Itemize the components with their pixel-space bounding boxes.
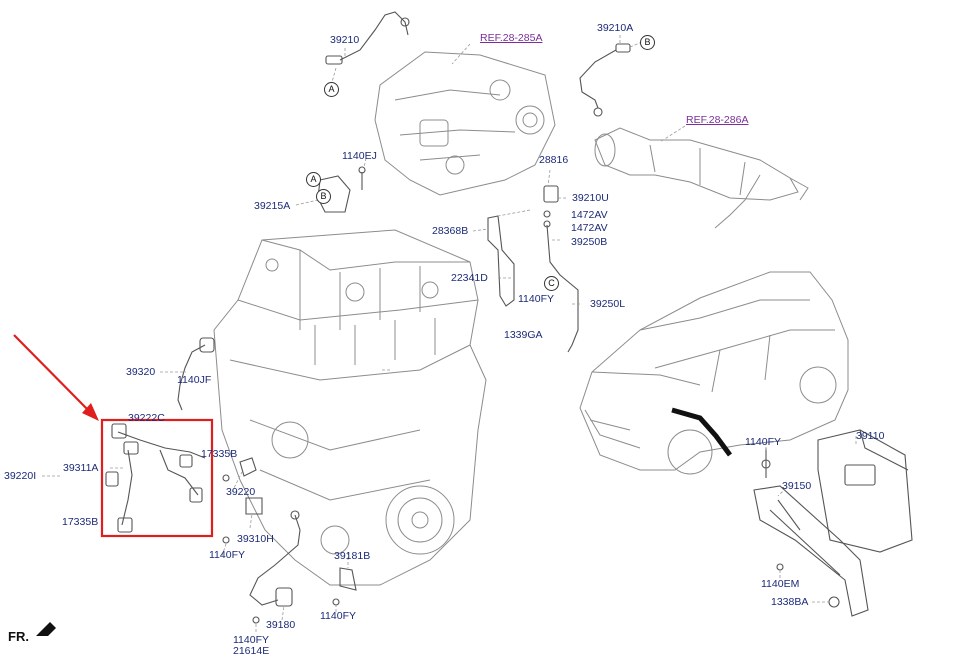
- sensor-wiring-drawing: [177, 337, 357, 624]
- part-label-28816[interactable]: 28816: [539, 154, 569, 166]
- part-label-1140fy-5[interactable]: 1140FY: [745, 436, 781, 448]
- part-label-17335b-1[interactable]: 17335B: [201, 448, 238, 460]
- ecu-bracket-drawing: [753, 429, 913, 617]
- part-label-39210[interactable]: 39210: [330, 34, 360, 46]
- marker-b-top: B: [640, 35, 655, 50]
- part-label-39110[interactable]: 39110: [856, 430, 885, 442]
- part-label-1140fy-1[interactable]: 1140FY: [518, 293, 554, 305]
- turbo-manifold-drawing: [374, 51, 556, 196]
- part-label-28368b[interactable]: 28368B: [432, 225, 469, 237]
- part-label-39311a[interactable]: 39311A: [63, 462, 99, 474]
- part-label-39310h[interactable]: 39310H: [237, 533, 274, 545]
- marker-a-sensor: A: [306, 172, 321, 187]
- part-label-17335b-2[interactable]: 17335B: [62, 516, 99, 528]
- part-label-22341d[interactable]: 22341D: [451, 272, 488, 284]
- marker-a-top: A: [324, 82, 339, 97]
- part-label-21614e[interactable]: 21614E: [233, 645, 270, 657]
- front-direction-arrow: [36, 622, 56, 636]
- part-label-39180[interactable]: 39180: [266, 619, 296, 631]
- ref-label-28-286a[interactable]: REF.28-286A: [686, 114, 749, 126]
- part-label-39250l[interactable]: 39250L: [590, 298, 626, 310]
- catalytic-converter-drawing: [594, 127, 809, 229]
- front-orientation-label: FR.: [8, 629, 29, 644]
- marker-c: C: [544, 276, 559, 291]
- part-label-39250b[interactable]: 39250B: [571, 236, 608, 248]
- part-label-39150[interactable]: 39150: [782, 480, 812, 492]
- part-label-1140ej[interactable]: 1140EJ: [342, 150, 377, 162]
- part-label-1140fy-4[interactable]: 1140FY: [233, 634, 269, 646]
- pressure-sensor-pipes-drawing: [317, 166, 579, 353]
- part-label-1140jf[interactable]: 1140JF: [177, 374, 212, 386]
- highlight-box: [100, 418, 214, 538]
- part-label-1339ga[interactable]: 1339GA: [504, 329, 543, 341]
- oxygen-sensors-drawing: [325, 11, 631, 117]
- wiring-harness-drawing: [105, 423, 206, 533]
- part-label-1140fy-3[interactable]: 1140FY: [320, 610, 356, 622]
- part-label-1472av-1[interactable]: 1472AV: [571, 209, 608, 221]
- marker-b-sensor: B: [316, 189, 331, 204]
- part-label-39220[interactable]: 39220: [226, 486, 256, 498]
- part-label-1140fy-2[interactable]: 1140FY: [209, 549, 245, 561]
- part-label-1472av-2[interactable]: 1472AV: [571, 222, 608, 234]
- highlight-arrow-head: [82, 403, 99, 421]
- part-label-39215a[interactable]: 39215A: [254, 200, 291, 212]
- part-label-39210u[interactable]: 39210U: [572, 192, 609, 204]
- part-label-39181b[interactable]: 39181B: [334, 550, 371, 562]
- vehicle-outline-drawing: [579, 271, 849, 475]
- part-label-1338ba[interactable]: 1338BA: [771, 596, 809, 608]
- part-label-1140em[interactable]: 1140EM: [761, 578, 800, 590]
- part-label-39220i[interactable]: 39220I: [4, 470, 37, 482]
- part-label-39320[interactable]: 39320: [126, 366, 156, 378]
- part-label-39210a[interactable]: 39210A: [597, 22, 634, 34]
- engine-block-drawing: [213, 229, 487, 586]
- ref-label-28-285a[interactable]: REF.28-285A: [480, 32, 543, 44]
- part-label-39222c[interactable]: 39222C: [128, 412, 165, 424]
- highlight-arrow-line: [13, 334, 93, 415]
